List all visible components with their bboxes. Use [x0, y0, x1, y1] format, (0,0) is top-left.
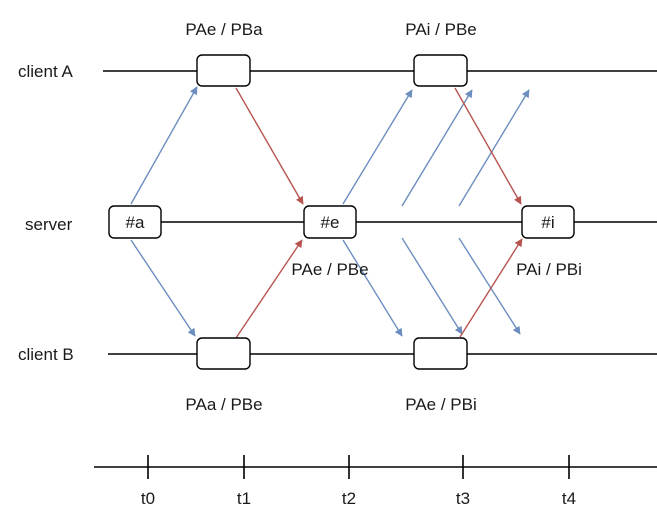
client-b-box-2	[413, 337, 468, 370]
arrow-client-a-to-server-e	[235, 87, 304, 205]
client-a-box-2	[413, 54, 468, 87]
arrow-pending-to-client-a-1	[401, 89, 473, 207]
timeline-tick-label: t3	[456, 489, 470, 508]
timeline-tick-label: t0	[141, 489, 155, 508]
arrow-server-e-to-client-b	[342, 239, 403, 337]
label-server-i: PAi / PBi	[516, 260, 582, 279]
timeline-tick-label: t2	[342, 489, 356, 508]
arrow-server-a-to-client-a	[130, 86, 198, 205]
label-a-box-1: PAe / PBa	[185, 20, 263, 39]
timeline-tick-label: t4	[562, 489, 576, 508]
label-b-box-1: PAa / PBe	[185, 395, 262, 414]
label-a-box-2: PAi / PBe	[405, 20, 477, 39]
arrow-client-b-to-server-i	[459, 238, 523, 338]
arrow-pending-to-client-a-2	[458, 89, 530, 207]
arrow-client-a-to-server-i	[454, 87, 522, 205]
arrow-pending-to-client-b-2	[458, 237, 521, 335]
arrow-server-e-to-client-a	[342, 89, 413, 205]
server-node-e-label: #e	[321, 213, 340, 232]
arrow-pending-to-client-b-1	[401, 237, 463, 335]
lane-label-server: server	[25, 215, 73, 234]
server-node-e	[303, 205, 357, 239]
server-node-i-label: #i	[541, 213, 554, 232]
arrow-client-b-to-server-e	[235, 239, 303, 339]
server-node-a	[108, 205, 162, 239]
server-node-a-label: #a	[126, 213, 145, 232]
client-a-box-1	[196, 54, 251, 87]
server-node-i	[521, 205, 575, 239]
lane-label-client-a: client A	[18, 62, 73, 81]
arrow-server-a-to-client-b	[130, 239, 196, 337]
client-b-box-1	[196, 337, 251, 370]
label-b-box-2: PAe / PBi	[405, 395, 477, 414]
lane-label-client-b: client B	[18, 345, 74, 364]
timeline-ticks: t0 t1 t2 t3 t4	[141, 455, 576, 508]
label-server-e: PAe / PBe	[291, 260, 368, 279]
timeline-tick-label: t1	[237, 489, 251, 508]
